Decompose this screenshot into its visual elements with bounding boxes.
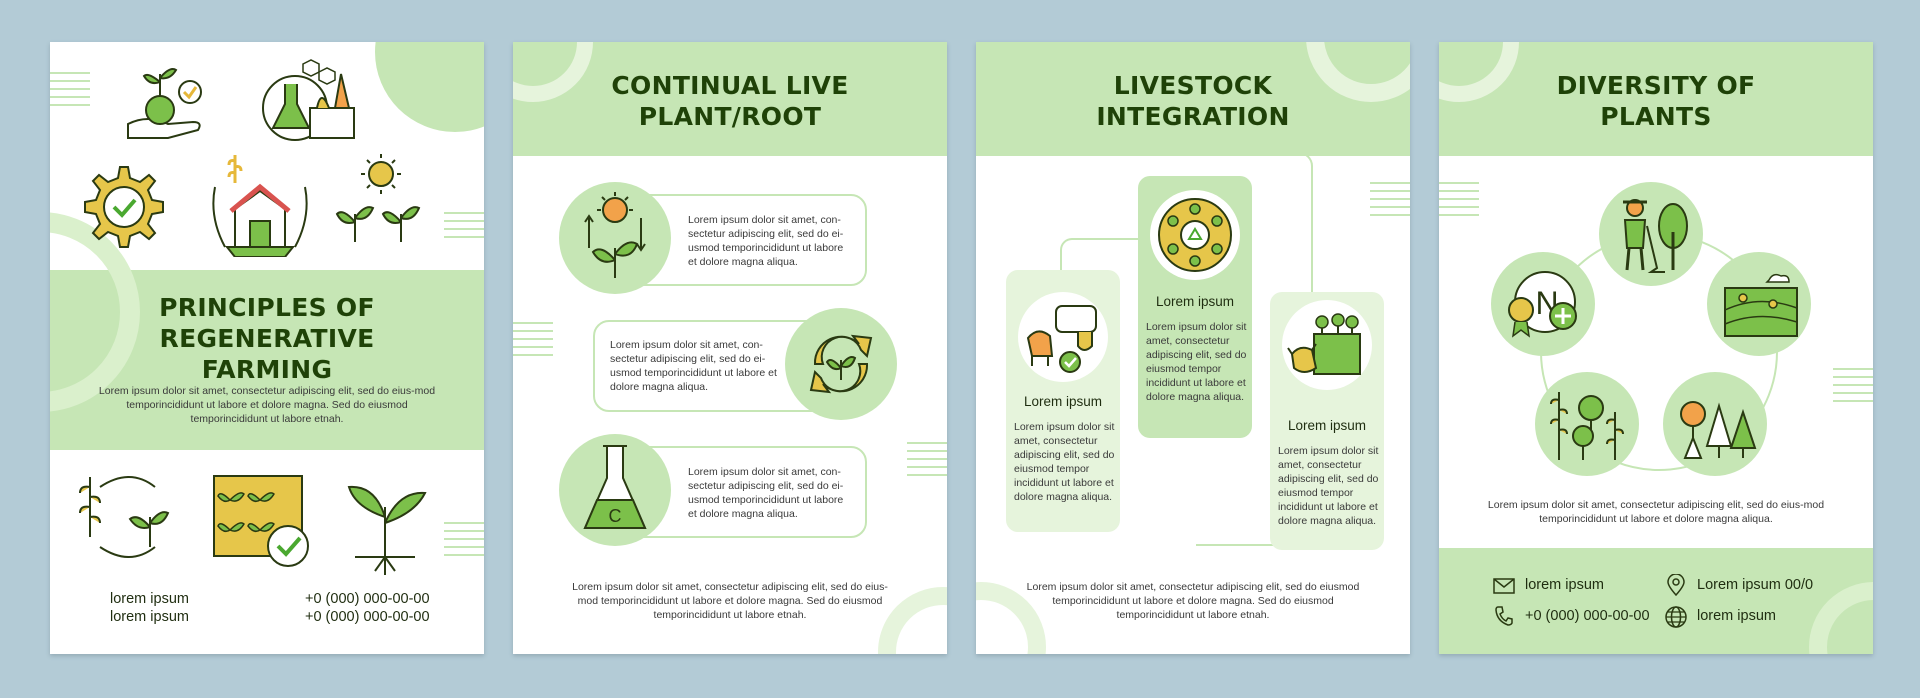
footer-text: lorem ipsum (110, 591, 189, 607)
title-line: PLANT/ROOT (638, 102, 822, 131)
recycle-leaf-icon (809, 334, 873, 394)
lab-flask-vegetables-icon (262, 59, 355, 141)
plant-grid-check-icon (213, 475, 309, 567)
crop-rotation-icon (79, 476, 170, 558)
title-line: FARMING (201, 355, 333, 384)
location-icon (1667, 574, 1685, 596)
column-text: Lorem ipsum dolor sit amet, consectetur … (1146, 321, 1247, 403)
mixed-trees-icon (1680, 401, 1757, 459)
column-text: Lorem ipsum dolor sit amet, consectetur … (1014, 421, 1115, 503)
phone-number: +0 (000) 000-00-00 (305, 609, 430, 625)
brochure-page-principles: PRINCIPLES OF REGENERATIVE FARMING Lorem… (50, 42, 484, 654)
decor-block (976, 42, 1074, 156)
page-title: CONTINUAL LIVE PLANT/ROOT (513, 70, 947, 132)
email-text[interactable]: lorem ipsum (1525, 577, 1604, 593)
field-landscape-icon (1724, 273, 1798, 337)
page-title: DIVERSITY OF PLANTS (1439, 70, 1873, 132)
decor-lines (1370, 182, 1410, 222)
svg-text:C: C (609, 506, 622, 526)
body-text: Lorem ipsum dolor sit amet, consectetur … (1487, 499, 1825, 525)
page-title: LIVESTOCK INTEGRATION (976, 70, 1410, 132)
column-heading: Lorem ipsum (1287, 418, 1367, 433)
column-heading: Lorem ipsum (1155, 294, 1235, 309)
farmer-tree-icon (1623, 199, 1688, 273)
email-icon (1493, 578, 1515, 594)
sun-plants-icon (335, 154, 421, 242)
carbon-flask-icon: C (583, 445, 647, 529)
item-text: Lorem ipsum dolor sit amet, con-sectetur… (688, 466, 844, 520)
cow-pasture-icon (1287, 313, 1361, 375)
nitrogen-badge-icon: N (1508, 271, 1577, 338)
footer-left: lorem ipsum lorem ipsum (110, 590, 189, 626)
title-line: DIVERSITY OF (1556, 71, 1756, 100)
decor-lines (444, 212, 484, 244)
footer-text: lorem ipsum (110, 609, 189, 625)
location-text: Lorem ipsum 00/0 (1697, 577, 1814, 593)
title-line: PRINCIPLES OF (159, 293, 375, 322)
brochure-page-continual-plant: CONTINUAL LIVE PLANT/ROOT Lorem ipsum do… (513, 42, 947, 654)
phone-text[interactable]: +0 (000) 000-00-00 (1525, 608, 1650, 624)
decor-lines (1833, 368, 1873, 408)
decor-lines (50, 72, 90, 112)
barn-hands-icon (212, 155, 308, 257)
phone-icon (1495, 606, 1513, 626)
column-heading: Lorem ipsum (1023, 394, 1103, 409)
decor-lines (1439, 182, 1479, 222)
column-text: Lorem ipsum dolor sit amet, consectetur … (1278, 445, 1379, 527)
page-title: PRINCIPLES OF REGENERATIVE FARMING (50, 292, 484, 385)
website-text[interactable]: lorem ipsum (1697, 608, 1776, 624)
icon-circle (1535, 372, 1639, 476)
item-text: Lorem ipsum dolor sit amet, con-sectetur… (688, 214, 844, 268)
farm-animals-icon (1026, 305, 1097, 373)
decor-circle (375, 42, 484, 132)
footer-right: +0 (000) 000-00-00 +0 (000) 000-00-00 (305, 590, 430, 626)
body-text: Lorem ipsum dolor sit amet, consectetur … (98, 385, 436, 425)
decor-lines (907, 442, 947, 482)
crops-trees-icon (1550, 392, 1624, 460)
decor-lines (513, 322, 553, 362)
decor-lines (444, 522, 484, 562)
sun-cycle-sprout-icon (584, 192, 646, 278)
recycle-trees-icon (1158, 198, 1232, 272)
item-text: Lorem ipsum dolor sit amet, con-sectetur… (610, 339, 777, 393)
title-line: PLANTS (1600, 102, 1712, 131)
title-line: INTEGRATION (1096, 102, 1290, 131)
title-line: LIVESTOCK (1113, 71, 1273, 100)
gear-check-icon (84, 166, 164, 248)
seedling-hand-icon (127, 68, 202, 139)
contact-band (1439, 548, 1873, 654)
body-text: Lorem ipsum dolor sit amet, consectetur … (572, 581, 888, 621)
title-line: CONTINUAL LIVE (611, 71, 849, 100)
title-line: REGENERATIVE (159, 324, 375, 353)
globe-icon (1665, 606, 1687, 628)
body-text: Lorem ipsum dolor sit amet, consectetur … (1026, 581, 1360, 621)
phone-number: +0 (000) 000-00-00 (305, 591, 430, 607)
brochure-page-livestock: LIVESTOCK INTEGRATION Lorem ipsum Lorem … (976, 42, 1410, 654)
sprout-roots-icon (347, 485, 427, 575)
brochure-page-diversity: DIVERSITY OF PLANTS N (1439, 42, 1873, 654)
